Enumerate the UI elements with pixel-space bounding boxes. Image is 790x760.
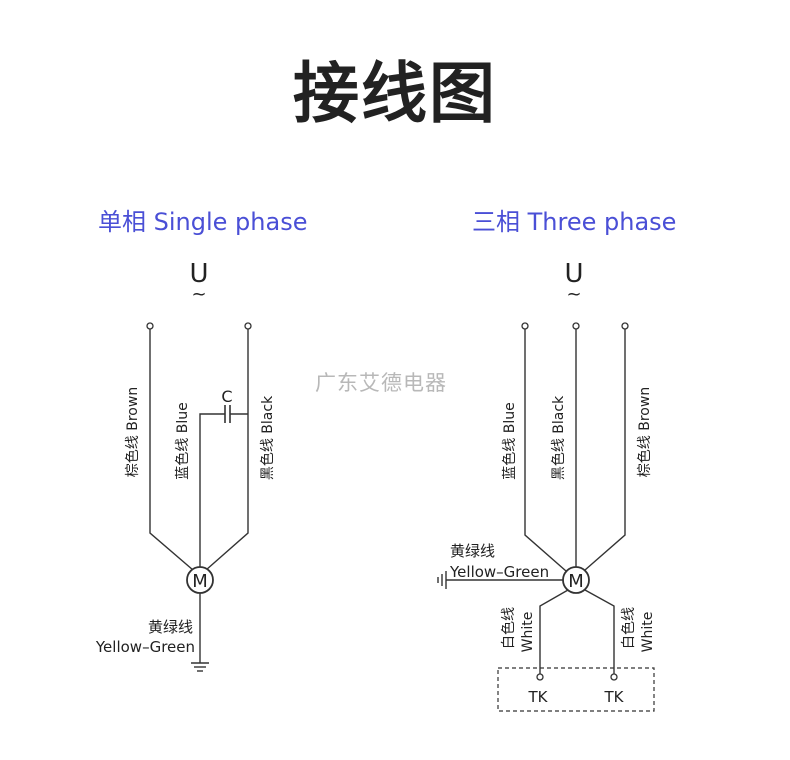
- single-label-black: 黑色线 Black: [259, 395, 276, 480]
- three-tk-left-label: TK: [528, 688, 549, 706]
- three-wire-blue: [524, 329, 567, 572]
- three-phase-heading: 三相 Three phase: [472, 208, 677, 236]
- single-motor-label: M: [192, 571, 208, 592]
- three-white-right-en: White: [640, 612, 656, 653]
- single-supply-symbol: U: [189, 259, 208, 289]
- single-ground-icon: [191, 662, 209, 672]
- single-label-blue: 蓝色线 Blue: [174, 402, 191, 479]
- single-phase-diagram: U ~ C 棕色线 Brown 蓝色线 Blue 黑色线 Black M: [95, 259, 276, 672]
- three-wire-brown: [584, 329, 626, 571]
- three-supply-symbol: U: [564, 259, 583, 289]
- three-tk-terminal-right: [610, 673, 618, 681]
- single-phase-heading: 单相 Single phase: [98, 208, 308, 236]
- single-ground-label-en: Yellow–Green: [95, 638, 195, 656]
- single-capacitor-label: C: [221, 387, 232, 406]
- three-terminal-left: [521, 322, 529, 330]
- single-label-brown: 棕色线 Brown: [124, 387, 141, 477]
- three-terminal-right: [621, 322, 629, 330]
- three-ground-label-cn: 黄绿线: [450, 542, 495, 560]
- single-terminal-left: [146, 322, 154, 330]
- single-wire-blue: [199, 413, 225, 567]
- three-ground-label-en: Yellow–Green: [449, 563, 549, 581]
- three-white-left-cn: 白色线: [500, 607, 517, 649]
- three-label-blue: 蓝色线 Blue: [501, 402, 518, 479]
- three-label-brown: 棕色线 Brown: [636, 387, 653, 477]
- three-supply-tilde: ~: [566, 284, 581, 305]
- single-ground-label-cn: 黄绿线: [148, 618, 193, 636]
- page-title: 接线图: [293, 55, 497, 132]
- three-wire-white-right: [584, 589, 615, 674]
- single-wire-brown: [149, 329, 194, 571]
- single-wire-black: [205, 329, 249, 571]
- watermark: 广东艾德电器: [315, 371, 447, 395]
- three-ground-icon: [437, 571, 447, 589]
- single-terminal-right: [244, 322, 252, 330]
- three-white-right-cn: 白色线: [620, 607, 637, 649]
- three-wire-white-left: [539, 589, 569, 674]
- single-supply-tilde: ~: [191, 284, 206, 305]
- three-motor-label: M: [568, 571, 584, 592]
- three-tk-box: [497, 667, 655, 712]
- three-label-black: 黑色线 Black: [550, 395, 567, 480]
- three-white-left-en: White: [520, 612, 536, 653]
- three-tk-terminal-left: [536, 673, 544, 681]
- three-phase-diagram: U ~ 蓝色线 Blue 黑色线 Black 棕色线 Brown M: [437, 259, 656, 712]
- three-terminal-middle: [572, 322, 580, 330]
- three-tk-right-label: TK: [604, 688, 625, 706]
